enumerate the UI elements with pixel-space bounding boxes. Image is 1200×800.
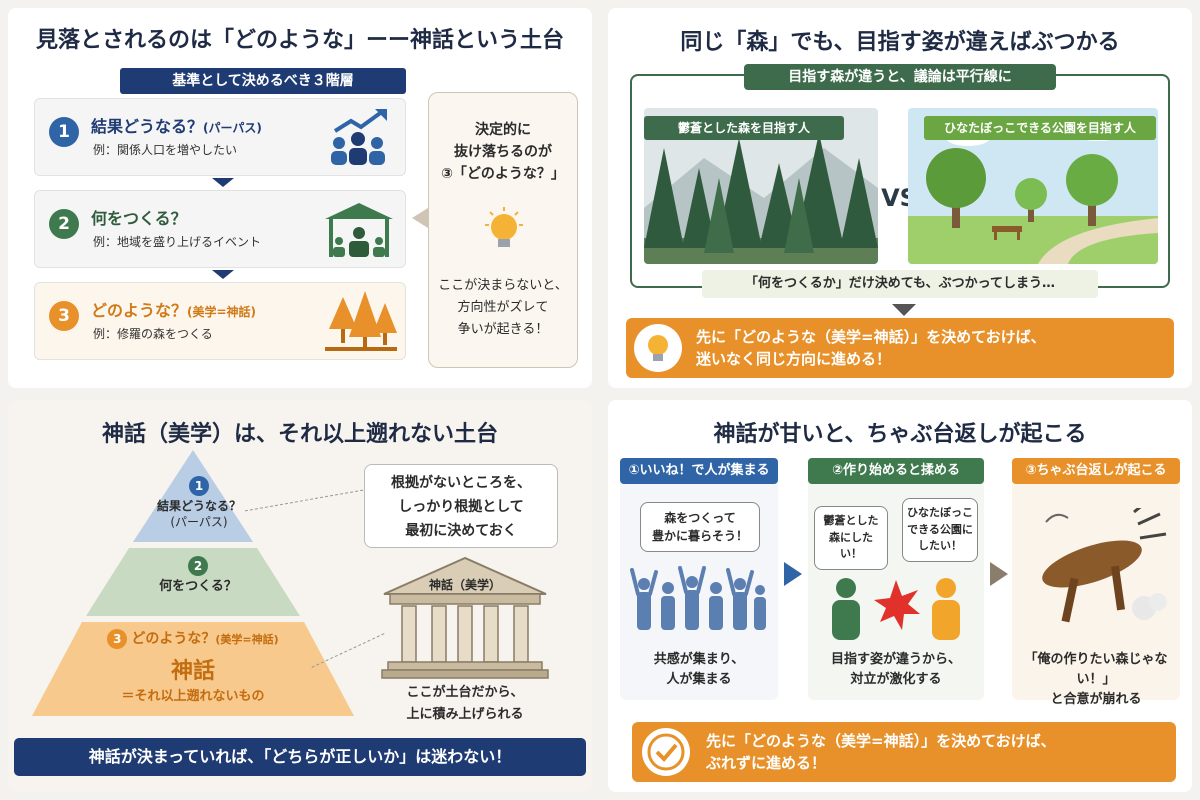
step-title: どのような？(美学=神話) (91, 301, 257, 320)
dense-forest-label: 鬱蒼とした森を目指す人 (644, 116, 844, 140)
step-card-1: 1 結果どうなる？(パーパス) 例：関係人口を増やしたい (34, 98, 406, 176)
step-title: 何をつくる？ (91, 209, 187, 228)
stage-caption: 目指す姿が違うから、 対立が激化する (830, 652, 961, 687)
cheering-crowd-icon (630, 566, 766, 630)
step-card-2: 2 何をつくる？ 例：地域を盛り上げるイベント (34, 190, 406, 268)
panel-forest-conflict: 同じ「森」でも、目指す姿が違えばぶつかる 目指す森が違うと、議論は平行線に 鬱蒼… (608, 8, 1192, 388)
flipping-table-icon (1042, 508, 1167, 623)
callout-body: ここが決まらないと、 方向性がズレて 争いが起きる！ (438, 278, 568, 337)
stage-header: ①いいね！で人が集まる (620, 458, 778, 484)
pyramid-top-label: 1 結果どうなる？ (パーパス) (152, 476, 246, 530)
conflict-icon (832, 578, 960, 640)
event-tent-icon (325, 203, 393, 257)
lightbulb-icon (485, 207, 523, 247)
foundation-footer: 神話が決まっていれば、「どちらが正しいか」は迷わない！ (14, 738, 586, 776)
stage-2-card: ②作り始めると揉める 鬱蒼とした 森にしたい！ ひなたぼっこ できる公園に した… (808, 458, 984, 700)
forest-icon (325, 291, 397, 351)
panel-table-flip: 神話が甘いと、ちゃぶ台返しが起こる ①いいね！で人が集まる 森をつくって 豊かに… (608, 400, 1192, 792)
step-number: 3 (49, 301, 79, 331)
step-example: 例：地域を盛り上げるイベント (93, 235, 262, 249)
step-number: 2 (49, 209, 79, 239)
stage-1-card: ①いいね！で人が集まる 森をつくって 豊かに暮らそう！ 共感が集まり、 人が集ま… (620, 458, 778, 700)
speech-bubble: 鬱蒼とした 森にしたい！ (814, 506, 888, 570)
comparison-banner: 目指す森が違うと、議論は平行線に (744, 64, 1056, 90)
checkmark-icon (642, 728, 690, 776)
temple-caption: ここが土台だから、 上に積み上げられる (406, 685, 524, 722)
panel-title: 見落とされるのは「どのような」ーー神話という土台 (35, 28, 564, 53)
chevron-down-icon (212, 270, 234, 279)
stage-header: ②作り始めると揉める (808, 458, 984, 484)
temple-label: 神話（美学） (428, 578, 501, 592)
missing-layer-callout: 決定的に 抜け落ちるのが ③「どのような？」 ここが決まらないと、 方向性がズレ… (428, 92, 578, 368)
stage-header: ③ちゃぶ台返しが起こる (1012, 458, 1180, 484)
panel-title: 神話が甘いと、ちゃぶ台返しが起こる (713, 422, 1087, 447)
people-growth-icon (331, 109, 387, 165)
stage-caption: 「俺の作りたい森じゃない！」 と合意が崩れる (1024, 652, 1168, 707)
dense-forest-illustration (644, 108, 878, 264)
stage-caption: 共感が集まり、 人が集まる (653, 652, 745, 687)
conclusion-text: 先に「どのような（美学=神話）」を決めておけば、 迷いなく同じ方向に進める！ (696, 328, 1046, 368)
speech-bubble: 森をつくって 豊かに暮らそう！ (640, 502, 760, 552)
callout-pointer (412, 208, 428, 228)
step-example: 例：修羅の森をつくる (93, 327, 213, 341)
layers-banner: 基準として決めるべき３階層 (120, 68, 406, 94)
step-number: 1 (49, 117, 79, 147)
conclusion-box: 先に「どのような（美学=神話）」を決めておけば、 ぶれずに進める！ (632, 722, 1176, 782)
conclusion-text: 先に「どのような（美学=神話）」を決めておけば、 ぶれずに進める！ (706, 732, 1056, 772)
arrow-right-icon (784, 562, 802, 586)
arrow-down-icon (892, 304, 916, 316)
stage-3-card: ③ちゃぶ台返しが起こる 「俺の作りたい森じゃない！」 と合意が崩れる (1012, 458, 1180, 707)
step-title: 結果どうなる？(パーパス) (91, 117, 262, 136)
callout-heading: 決定的に 抜け落ちるのが ③「どのような？」 (441, 122, 565, 182)
conflict-caption: 「何をつくるか」だけ決めても、ぶつかってしまう… (702, 270, 1098, 298)
panel-three-layers: 見落とされるのは「どのような」ーー神話という土台 基準として決めるべき３階層 1… (8, 8, 592, 388)
temple-icon (381, 556, 549, 679)
panel-myth-foundation: 神話（美学）は、それ以上遡れない土台 1 結果どうなる？ (パーパス) 2 何を… (8, 400, 592, 792)
pyramid-middle-label: 2 何をつくる？ (128, 556, 268, 596)
step-card-3: 3 どのような？(美学=神話) 例：修羅の森をつくる (34, 282, 406, 360)
chevron-down-icon (212, 178, 234, 187)
step-example: 例：関係人口を増やしたい (93, 143, 238, 157)
conclusion-box: 先に「どのような（美学=神話）」を決めておけば、 迷いなく同じ方向に進める！ (626, 318, 1174, 378)
speech-bubble: ひなたぼっこ できる公園に したい！ (902, 498, 978, 562)
sunny-park-label: ひなたぼっこできる公園を目指す人 (924, 116, 1156, 140)
panel-title: 同じ「森」でも、目指す姿が違えばぶつかる (680, 30, 1120, 55)
panel-title: 神話（美学）は、それ以上遡れない土台 (101, 422, 498, 447)
arrow-right-icon (990, 562, 1008, 586)
grounding-callout: 根拠がないところを、 しっかり根拠として 最初に決めておく (364, 464, 558, 548)
lightbulb-icon (634, 324, 682, 372)
